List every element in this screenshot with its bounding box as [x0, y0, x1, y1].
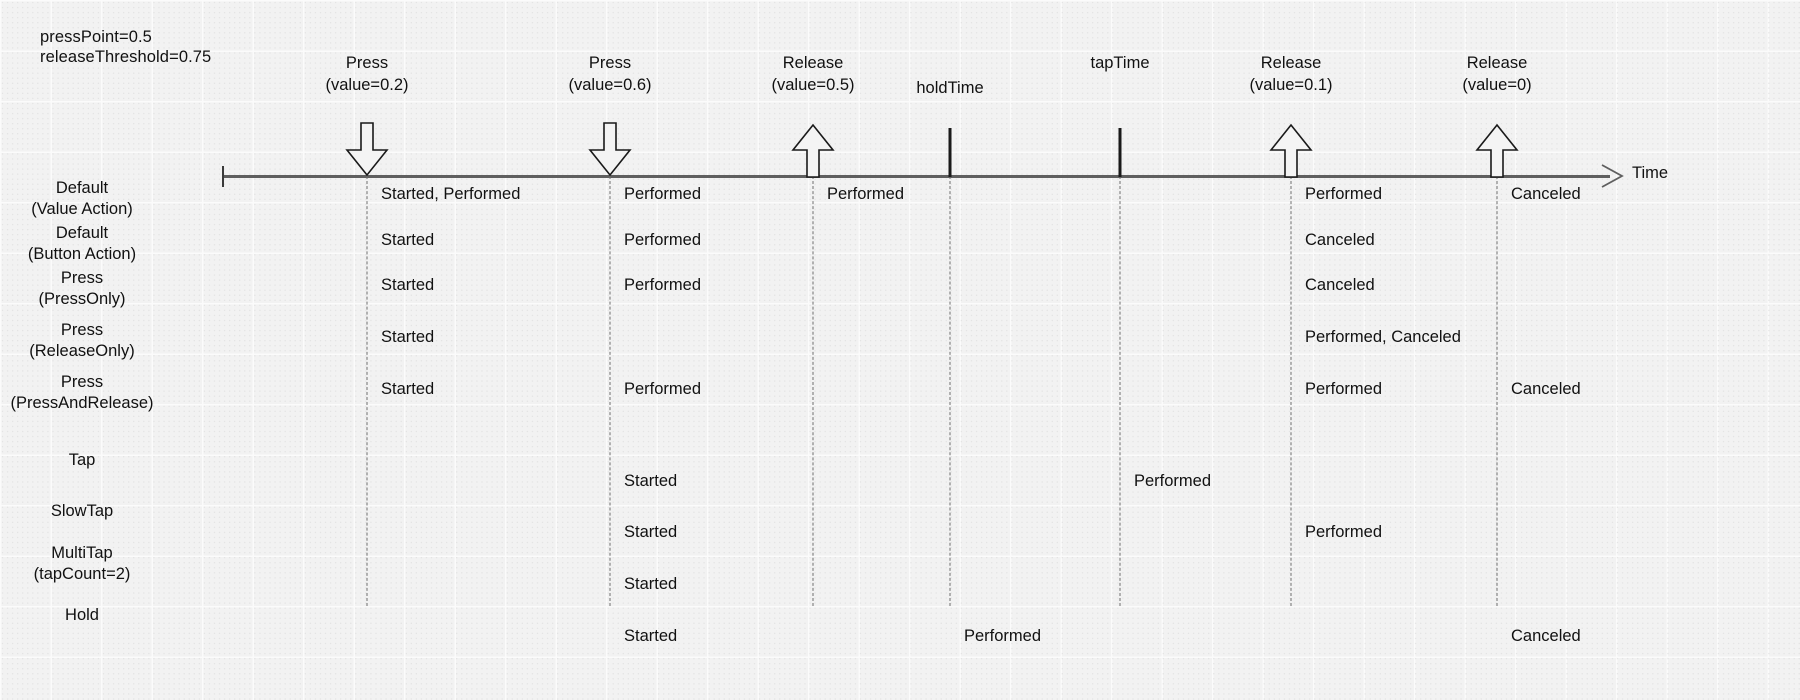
event-label-tap-time: tapTime	[1090, 54, 1150, 72]
cell-hold-release-0: Canceled	[1511, 627, 1581, 645]
row-label-multitap: MultiTap (tapCount=2)	[33, 544, 131, 583]
column-guide-release-0	[1496, 176, 1498, 606]
row-label-slowtap: SlowTap	[50, 502, 114, 520]
tick-icon	[1118, 128, 1122, 177]
column-guide-press-02	[366, 176, 368, 606]
cell-press-pressonly-press-02: Started	[381, 276, 435, 294]
arrow-down-icon	[345, 122, 389, 182]
cell-press-pressonly-press-06: Performed	[624, 276, 702, 294]
cell-default-button-action-press-02: Started	[381, 231, 435, 249]
cell-press-pressonly-release-01: Canceled	[1305, 276, 1375, 294]
row-label-tap: Tap	[68, 451, 96, 469]
cell-tap-press-06: Started	[624, 472, 678, 490]
cell-default-button-action-release-01: Canceled	[1305, 231, 1375, 249]
cell-multitap-press-06: Started	[624, 575, 678, 593]
row-label-press-pressandrelease: Press (PressAndRelease)	[10, 373, 154, 412]
event-label-hold-time: holdTime	[916, 79, 984, 97]
column-guide-release-05	[812, 176, 814, 606]
cell-press-pressandrelease-press-02: Started	[381, 380, 435, 398]
column-guide-hold-time	[949, 176, 951, 606]
event-label-release-0: Release (value=0)	[1462, 54, 1532, 94]
cell-hold-press-06: Started	[624, 627, 678, 645]
cell-tap-tap-time: Performed	[1134, 472, 1212, 490]
cell-press-pressandrelease-press-06: Performed	[624, 380, 702, 398]
cell-press-pressandrelease-release-01: Performed	[1305, 380, 1383, 398]
event-label-press-06: Press (value=0.6)	[568, 54, 652, 94]
column-guide-release-01	[1290, 176, 1292, 606]
parameters-note: pressPoint=0.5 releaseThreshold=0.75	[40, 28, 212, 66]
tick-icon	[948, 128, 952, 177]
timeline-start-tick	[222, 166, 224, 187]
arrow-right-icon	[1600, 163, 1626, 189]
row-label-press-releaseonly: Press (ReleaseOnly)	[29, 321, 135, 360]
cell-press-pressandrelease-release-0: Canceled	[1511, 380, 1581, 398]
cell-default-button-action-press-06: Performed	[624, 231, 702, 249]
cell-press-releaseonly-press-02: Started	[381, 328, 435, 346]
cell-slowtap-release-01: Performed	[1305, 523, 1383, 541]
cell-default-value-action-press-02: Started, Performed	[381, 185, 521, 203]
column-guide-tap-time	[1119, 176, 1121, 606]
event-label-release-01: Release (value=0.1)	[1249, 54, 1333, 94]
cell-default-value-action-release-01: Performed	[1305, 185, 1383, 203]
arrow-up-icon	[791, 123, 835, 183]
cell-hold-hold-time: Performed	[964, 627, 1042, 645]
column-guide-press-06	[609, 176, 611, 606]
cell-slowtap-press-06: Started	[624, 523, 678, 541]
cell-default-value-action-press-06: Performed	[624, 185, 702, 203]
event-label-press-02: Press (value=0.2)	[325, 54, 409, 94]
cell-default-value-action-release-05: Performed	[827, 185, 905, 203]
row-label-default-value-action: Default (Value Action)	[31, 179, 133, 218]
event-label-release-05: Release (value=0.5)	[771, 54, 855, 94]
arrow-down-icon	[588, 122, 632, 182]
row-label-default-button-action: Default (Button Action)	[27, 224, 137, 263]
arrow-up-icon	[1475, 123, 1519, 183]
arrow-up-icon	[1269, 123, 1313, 183]
cell-press-releaseonly-release-01: Performed, Canceled	[1305, 328, 1461, 346]
row-label-press-pressonly: Press (PressOnly)	[38, 269, 126, 308]
axis-label-time: Time	[1632, 164, 1669, 182]
timeline-axis	[222, 175, 1610, 178]
cell-default-value-action-release-0: Canceled	[1511, 185, 1581, 203]
row-label-hold: Hold	[65, 606, 99, 624]
